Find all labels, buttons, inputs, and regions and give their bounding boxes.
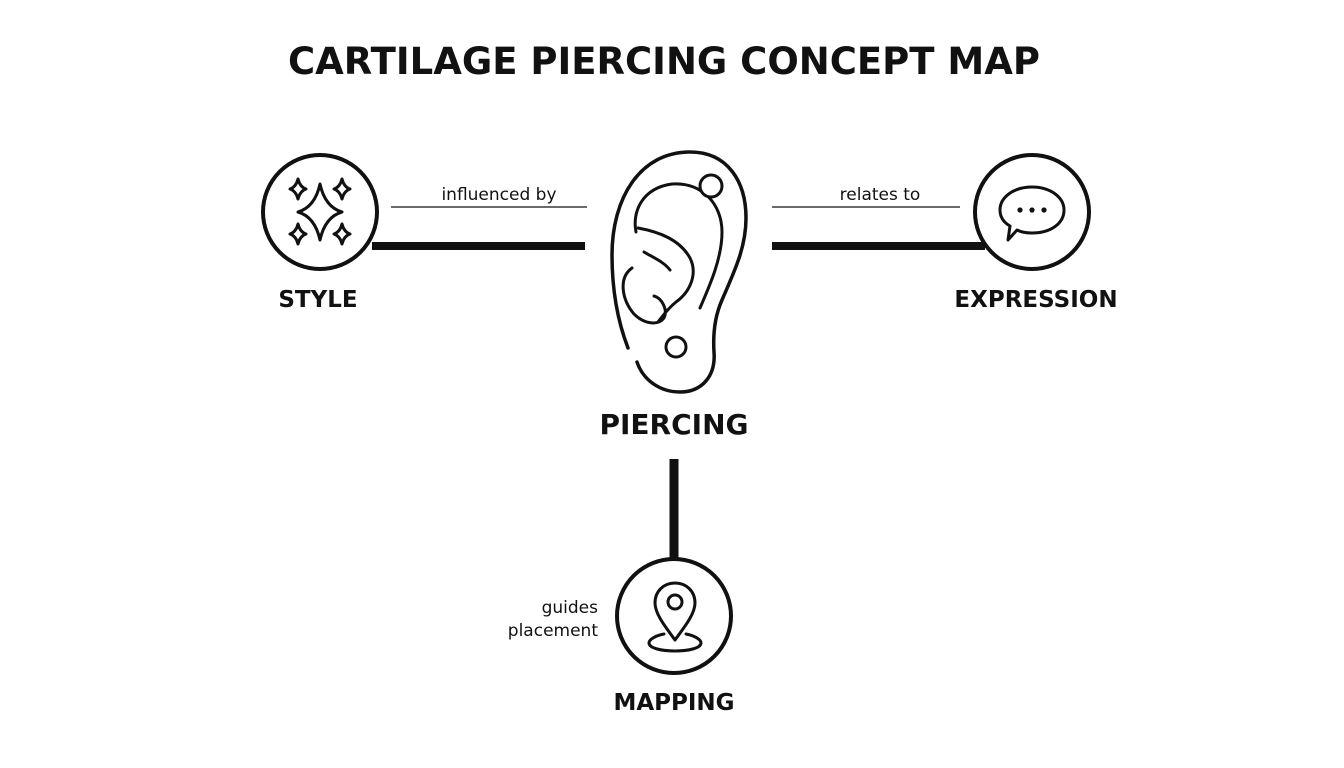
- node-expression-label: EXPRESSION: [954, 287, 1117, 313]
- location-pin-icon: [647, 581, 703, 653]
- lobe-piercing-stud: [664, 335, 688, 359]
- edge-label-placement: placement: [508, 621, 599, 641]
- edge-label-guides: guides: [542, 598, 599, 618]
- speech-bubble-icon: [998, 185, 1066, 242]
- edge-label-influenced-by: influenced by: [441, 185, 556, 205]
- node-expression: EXPRESSION: [954, 153, 1118, 313]
- edge-style-to-piercing: influenced by: [372, 185, 587, 250]
- edge-piercing-to-expression: relates to: [772, 185, 985, 250]
- node-style-label: STYLE: [278, 287, 357, 313]
- node-mapping: MAPPING: [613, 557, 735, 716]
- edge-piercing-to-mapping: guides placement: [508, 459, 679, 641]
- node-mapping-circle: [615, 557, 733, 675]
- helix-piercing-ring: [698, 173, 724, 199]
- edge-label-relates-to: relates to: [840, 185, 921, 205]
- node-piercing: PIERCING: [599, 150, 749, 441]
- page-title: CARTILAGE PIERCING CONCEPT MAP: [288, 40, 1040, 83]
- node-style-circle: [261, 153, 379, 271]
- node-mapping-label: MAPPING: [613, 690, 734, 716]
- sparkles-icon: [288, 177, 352, 246]
- node-piercing-label: PIERCING: [599, 408, 748, 441]
- node-style: STYLE: [261, 153, 379, 313]
- ear-icon: [610, 150, 748, 394]
